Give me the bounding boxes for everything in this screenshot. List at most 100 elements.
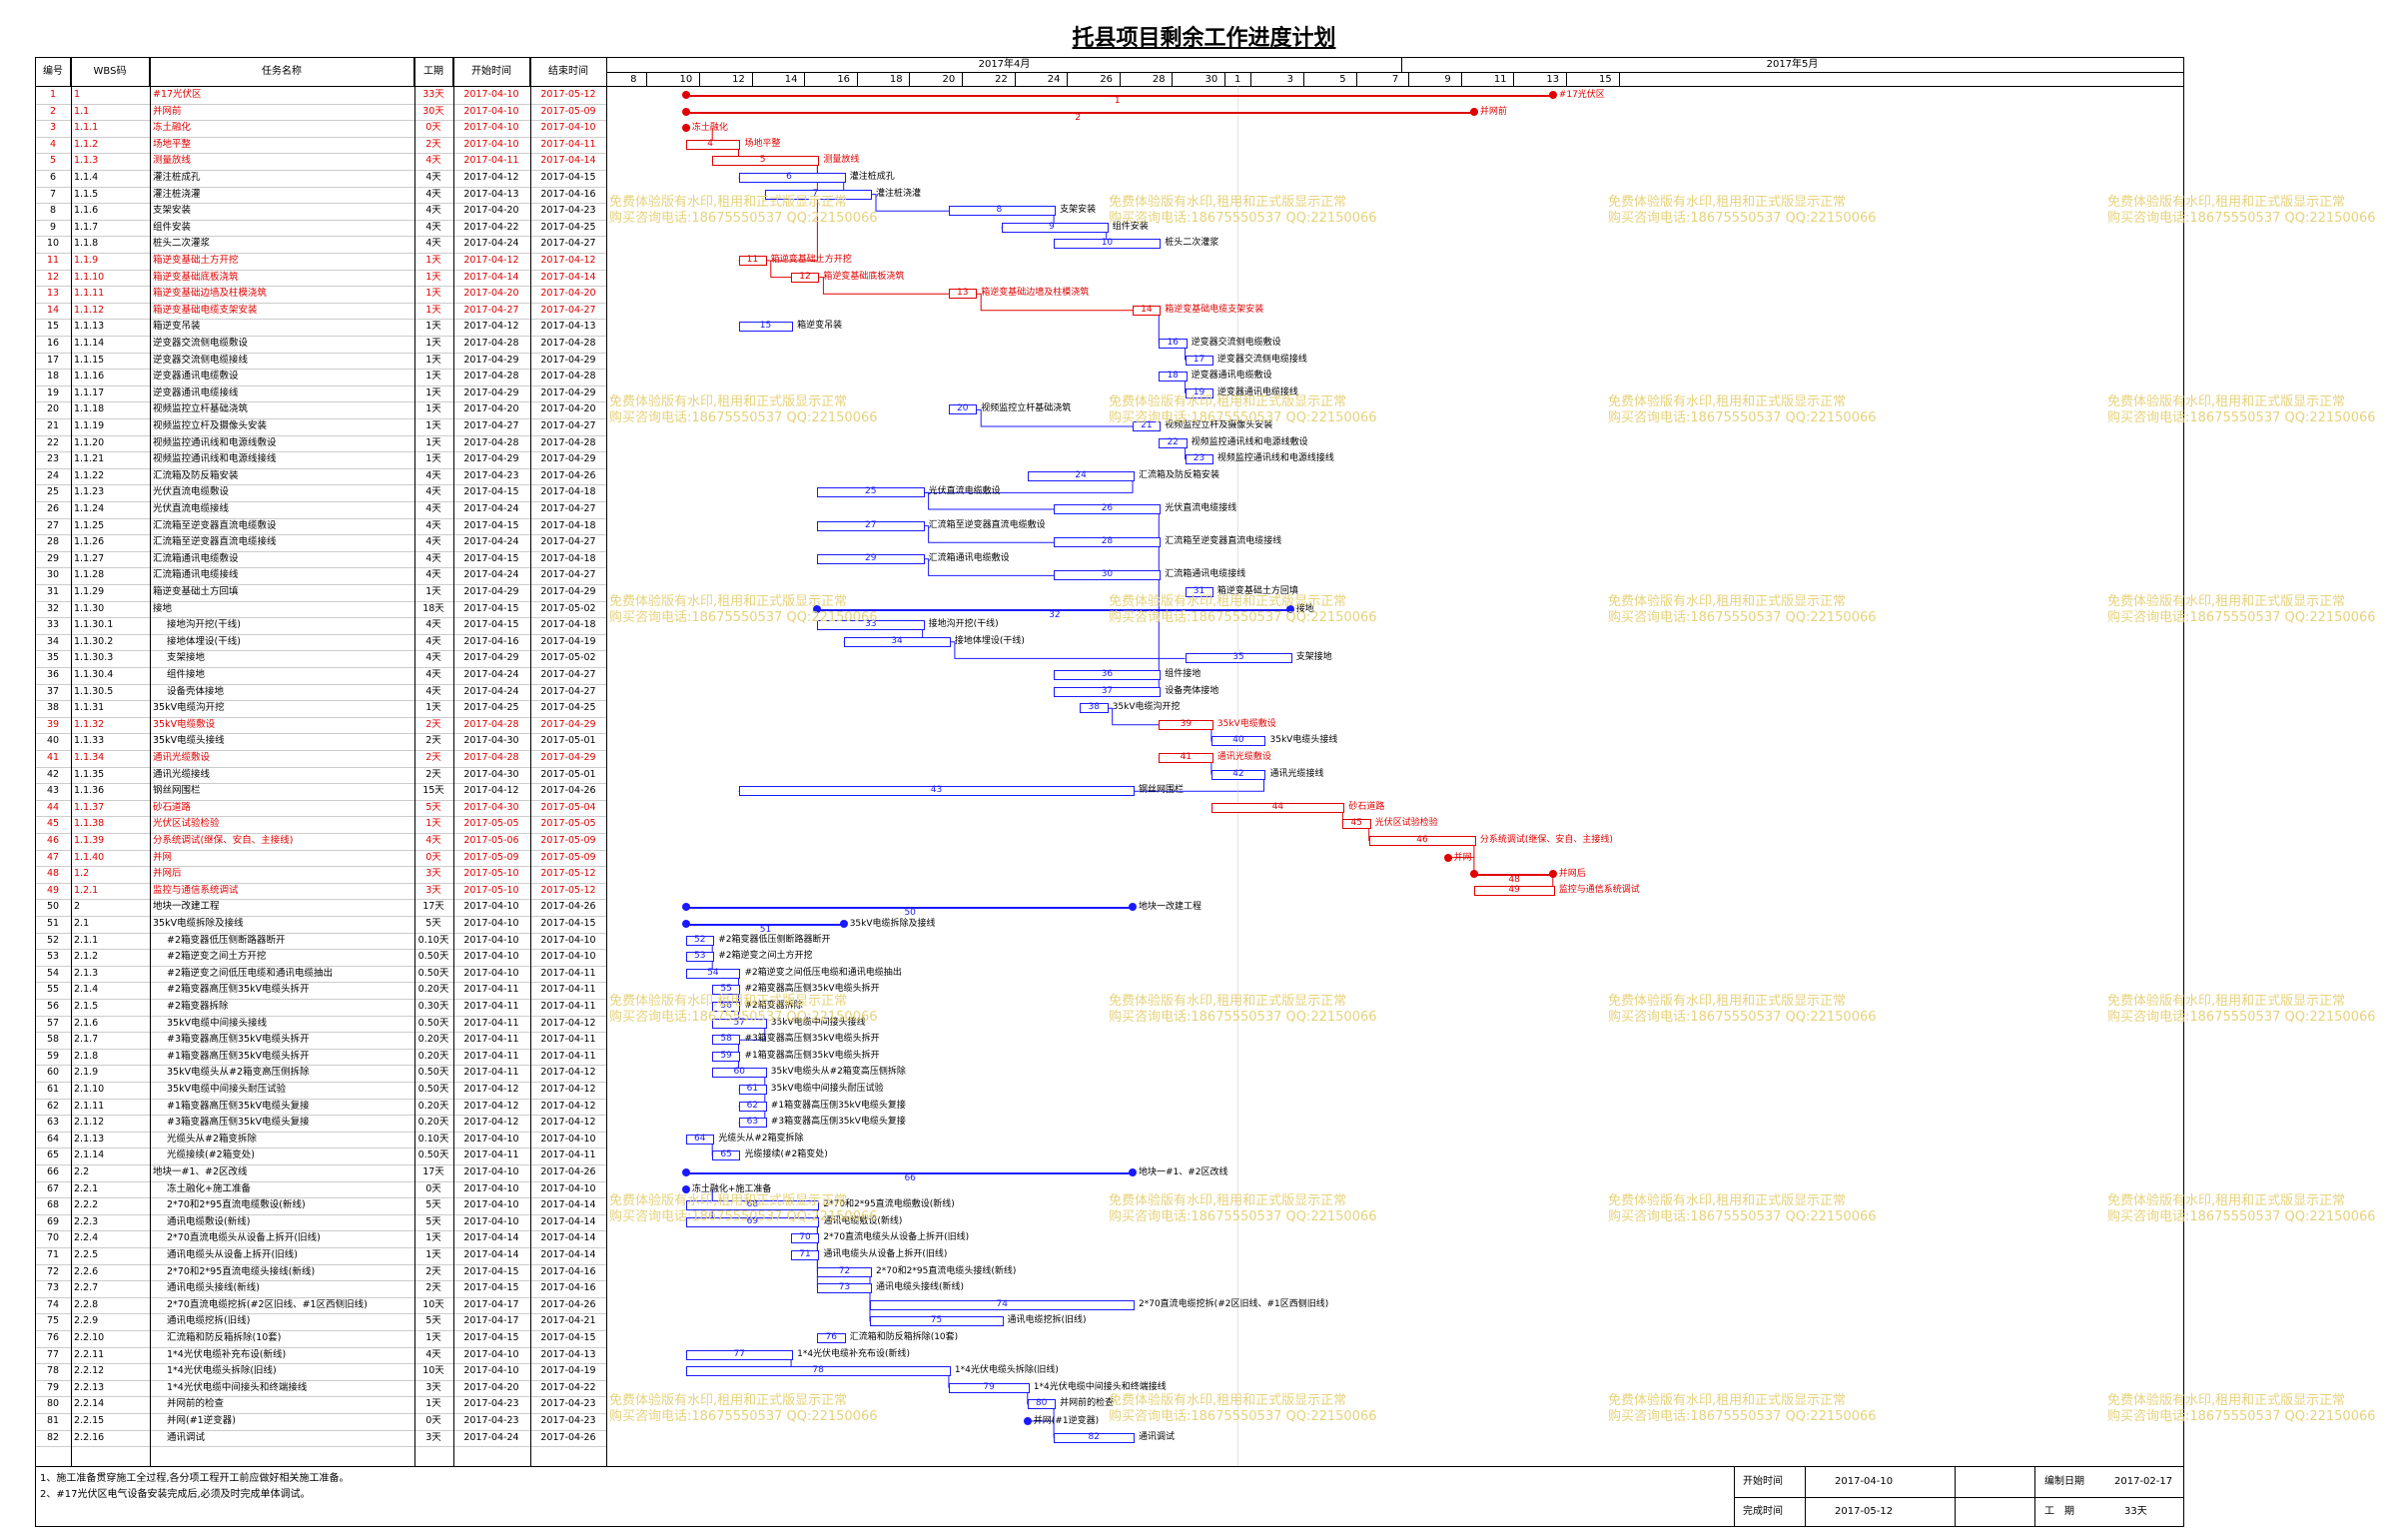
task-bar [1368,836,1476,846]
task-wbs-cell: 2.1 [74,918,90,929]
bar-number: 48 [1508,875,1520,886]
task-name-cell: 分系统调试(继保、安自、主接线) [153,835,294,846]
task-dur-cell: 5天 [425,801,441,813]
dependency-link [975,408,1133,427]
bar-number: 40 [1232,735,1244,746]
milestone-marker [681,124,690,133]
task-dur-cell: 1天 [425,420,441,431]
summary-label: 地块一改建工程 [1139,902,1203,913]
task-id-cell: 35 [46,652,60,664]
bar-number: 16 [1167,338,1179,348]
task-id-cell: 52 [46,934,60,946]
task-name-cell: 箱逆变吊装 [153,321,201,333]
bar-number: 35 [1232,652,1244,663]
task-wbs-cell: 2.1.1 [74,934,99,946]
task-bar [712,1035,741,1046]
task-id-cell: 49 [46,884,60,896]
task-wbs-cell: 1.1.30.4 [74,669,114,680]
bar-label: 1*4光伏电缆中间接头和终端接线 [1033,1381,1167,1392]
task-start-cell: 2017-04-10 [463,1348,519,1360]
task-name-cell: 箱逆变基础底板浇筑 [153,271,239,283]
timescale-label: 5 [1339,74,1346,85]
task-bar [870,1316,1004,1327]
summary-end-marker [1469,870,1478,879]
task-end-cell: 2017-04-12 [540,1017,596,1029]
task-end-cell: 2017-04-27 [540,238,596,250]
task-dur-cell: 1天 [425,321,441,333]
task-wbs-cell: 1.1.23 [74,486,105,498]
task-id-cell: 71 [46,1249,60,1260]
task-end-cell: 2017-04-11 [540,1001,596,1012]
task-start-cell: 2017-04-29 [463,586,519,597]
task-id-cell: 1 [49,89,57,100]
task-name-cell: 砂石道路 [153,801,192,813]
task-dur-cell: 1天 [425,288,441,300]
task-start-cell: 2017-04-10 [463,1133,519,1145]
task-id-cell: 16 [46,338,60,349]
task-bar [791,1250,820,1260]
task-bar [1185,454,1213,465]
task-name-cell: 地块一改建工程 [153,901,220,913]
task-name-cell: 汇流箱通讯电缆敷设 [153,552,239,564]
task-start-cell: 2017-04-14 [463,271,519,283]
task-name-cell: 箱逆变基础边墙及柱模浇筑 [153,288,268,300]
task-name-cell: 光缆头从#2箱变拆除 [167,1133,258,1145]
task-wbs-cell: 1.1.6 [74,205,99,217]
task-dur-cell: 1天 [425,586,441,597]
task-dur-cell: 4天 [425,552,441,564]
task-wbs-cell: 1.1.26 [74,536,105,548]
task-id-cell: 67 [46,1182,60,1194]
timescale-label: 9 [1444,74,1451,85]
task-wbs-cell: 1.1.17 [74,386,105,398]
task-dur-cell: 3天 [425,1431,441,1443]
task-bar [712,1018,767,1029]
task-bar [738,173,846,183]
task-wbs-cell: 1.1.32 [74,718,105,730]
bar-number: 55 [720,984,732,995]
timescale-label: 18 [889,74,903,85]
dependency-link [922,491,1055,510]
task-end-cell: 2017-04-20 [540,403,596,415]
bar-number: 41 [1180,752,1193,762]
task-id-cell: 77 [46,1348,60,1360]
task-start-cell: 2017-04-10 [463,138,519,150]
task-bar [1159,372,1188,383]
bar-label: #2箱逆变之间土方开挖 [718,951,813,962]
bar-label: 通讯电缆头接线(新线) [876,1282,965,1293]
task-bar [1054,504,1162,514]
timescale-label: 12 [732,74,745,85]
task-id-cell: 73 [46,1282,60,1294]
task-start-cell: 2017-04-10 [463,901,519,913]
task-dur-cell: 1天 [425,338,441,349]
task-wbs-cell: 1.1.38 [74,818,105,830]
task-name-cell: #1箱变器高压侧35kV电缆头复接 [167,1100,310,1112]
summary-end-marker [1129,903,1137,912]
task-dur-cell: 0.50天 [417,1084,449,1095]
task-dur-cell: 4天 [425,486,441,498]
task-name-cell: #3箱变器高压侧35kV电缆头拆开 [167,1034,310,1046]
task-dur-cell: 4天 [425,172,441,183]
task-bar [870,1299,1135,1310]
timescale-label: 22 [995,74,1008,85]
task-id-cell: 5 [49,155,57,167]
task-bar [791,272,820,283]
task-start-cell: 2017-04-10 [463,89,519,100]
bar-label: 汇流箱至逆变器直流电缆敷设 [928,519,1046,530]
task-id-cell: 78 [46,1365,60,1377]
task-wbs-cell: 1.1.16 [74,371,105,383]
bar-number: 38 [1088,702,1100,713]
task-name-cell: 逆变器通讯电缆敷设 [153,371,239,383]
bar-label: 组件安装 [1112,221,1149,232]
task-id-cell: 26 [46,503,60,514]
task-start-cell: 2017-04-29 [463,652,519,664]
dependency-link [948,641,1186,659]
task-id-cell: 6 [49,172,57,183]
task-bar [948,1382,1030,1393]
timescale-label: 13 [1546,74,1560,85]
month-label-may: 2017年5月 [1766,59,1819,70]
footer-finish-value: 2017-05-12 [1835,1506,1894,1517]
task-end-cell: 2017-05-04 [540,801,596,813]
task-bar [685,935,715,946]
bar-number: 43 [930,785,943,796]
task-start-cell: 2017-04-11 [463,1050,519,1062]
